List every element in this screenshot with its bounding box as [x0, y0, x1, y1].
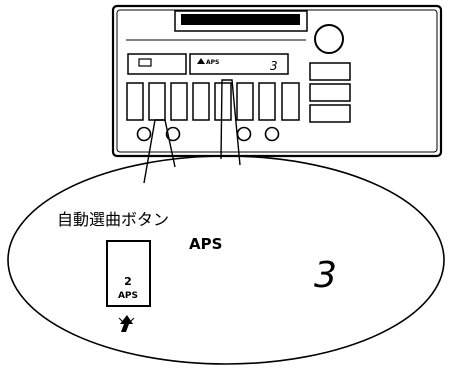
- side-button-2[interactable]: [309, 83, 351, 102]
- display-mode-text: APS: [206, 59, 219, 66]
- main-display: [189, 53, 289, 75]
- preset-button-6[interactable]: [236, 82, 254, 121]
- aps-button[interactable]: 2 APS: [106, 240, 151, 307]
- callout-track-number: 3: [314, 255, 337, 296]
- aps-button-body[interactable]: [106, 240, 151, 307]
- volume-knob[interactable]: [314, 24, 344, 54]
- knob-4[interactable]: [264, 126, 280, 142]
- cassette-slot-frame: [174, 10, 308, 32]
- head-unit-inner-frame: [116, 9, 438, 153]
- callout-leader-display: [220, 79, 241, 166]
- display-triangle-icon: [197, 58, 205, 64]
- knob-1[interactable]: [136, 126, 152, 142]
- preset-button-2[interactable]: [148, 82, 166, 121]
- preset-button-1[interactable]: [126, 82, 144, 121]
- left-display-indicator-icon: [138, 58, 152, 67]
- left-display: [127, 53, 187, 75]
- preset-button-7[interactable]: [258, 82, 276, 121]
- preset-button-8[interactable]: [281, 82, 300, 121]
- knob-2[interactable]: [165, 126, 181, 142]
- callout: 自動選曲ボタン APS 3 2 APS: [7, 79, 445, 365]
- preset-button-5[interactable]: [214, 82, 232, 121]
- side-button-3[interactable]: [309, 104, 351, 123]
- callout-mode-text: APS: [189, 235, 222, 253]
- callout-leader-button: [143, 119, 176, 184]
- aps-button-label: APS: [118, 291, 138, 301]
- aps-button-number: 2: [124, 275, 132, 288]
- side-button-1[interactable]: [309, 62, 351, 81]
- preset-button-4[interactable]: [192, 82, 210, 121]
- display-track-number: 3: [270, 59, 278, 73]
- head-unit: APS 3: [111, 4, 443, 158]
- cassette-slot[interactable]: [181, 14, 300, 25]
- head-unit-bezel: [111, 4, 443, 158]
- callout-label: 自動選曲ボタン: [57, 210, 169, 229]
- callout-ellipse: [7, 155, 445, 365]
- preset-button-3[interactable]: [170, 82, 188, 121]
- knob-3[interactable]: [236, 126, 252, 142]
- press-arrow-icon: [118, 315, 135, 332]
